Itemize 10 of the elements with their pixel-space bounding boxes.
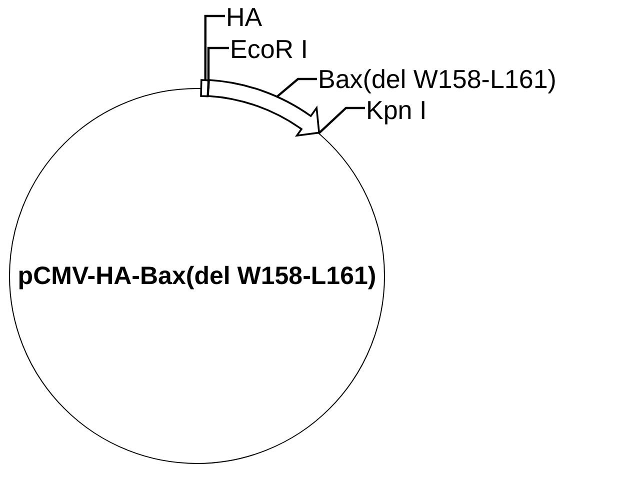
leader-line [318, 106, 365, 134]
tag-label: HA [226, 3, 262, 31]
restriction-site-label: EcoR I [230, 35, 308, 63]
gene-arrow [206, 79, 320, 137]
leader-line [204, 14, 225, 80]
gene-label: Bax(del W158-L161) [318, 65, 556, 93]
plasmid-name: pCMV-HA-Bax(del W158-L161) [18, 262, 376, 290]
leader-line [207, 46, 229, 88]
leader-line [276, 78, 317, 98]
restriction-site-label: Kpn I [366, 96, 427, 124]
